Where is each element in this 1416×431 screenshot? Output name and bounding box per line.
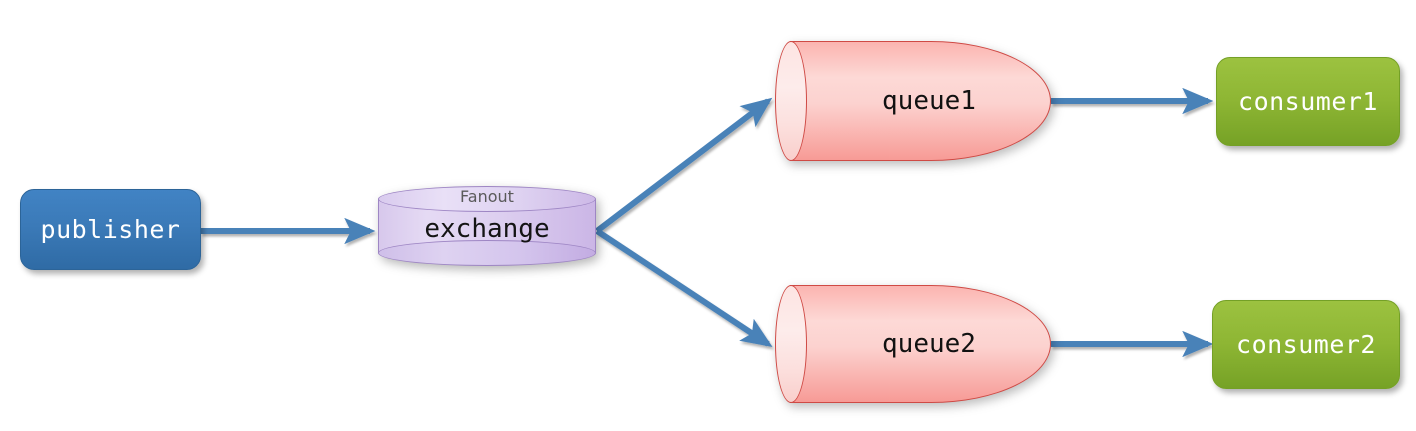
queue1-cylinder-end-cap (775, 41, 807, 161)
node-queue2-label: queue2 (882, 329, 976, 359)
node-consumer1[interactable]: consumer1 (1216, 57, 1400, 146)
exchange-cylinder-top-ellipse (378, 186, 596, 212)
node-consumer2[interactable]: consumer2 (1212, 300, 1400, 389)
node-publisher-label: publisher (40, 215, 181, 244)
node-queue1[interactable]: queue1 (775, 41, 1051, 161)
node-queue2[interactable]: queue2 (775, 285, 1051, 403)
node-exchange[interactable]: Fanout exchange (378, 186, 596, 266)
node-exchange-sublabel: Fanout (460, 187, 514, 206)
node-publisher[interactable]: publisher (20, 189, 201, 270)
queue2-cylinder-body (790, 285, 1051, 403)
node-exchange-label: exchange (424, 214, 550, 244)
node-queue1-label: queue1 (882, 86, 976, 116)
node-consumer1-label: consumer1 (1238, 87, 1378, 116)
node-consumer2-label: consumer2 (1236, 330, 1376, 359)
queue2-cylinder-end-cap (775, 285, 807, 403)
queue1-cylinder-body (790, 41, 1051, 161)
exchange-cylinder-bottom-ellipse (378, 240, 596, 266)
edge-exchange-to-queue1 (595, 97, 773, 234)
edge-exchange-to-queue2 (595, 228, 773, 347)
